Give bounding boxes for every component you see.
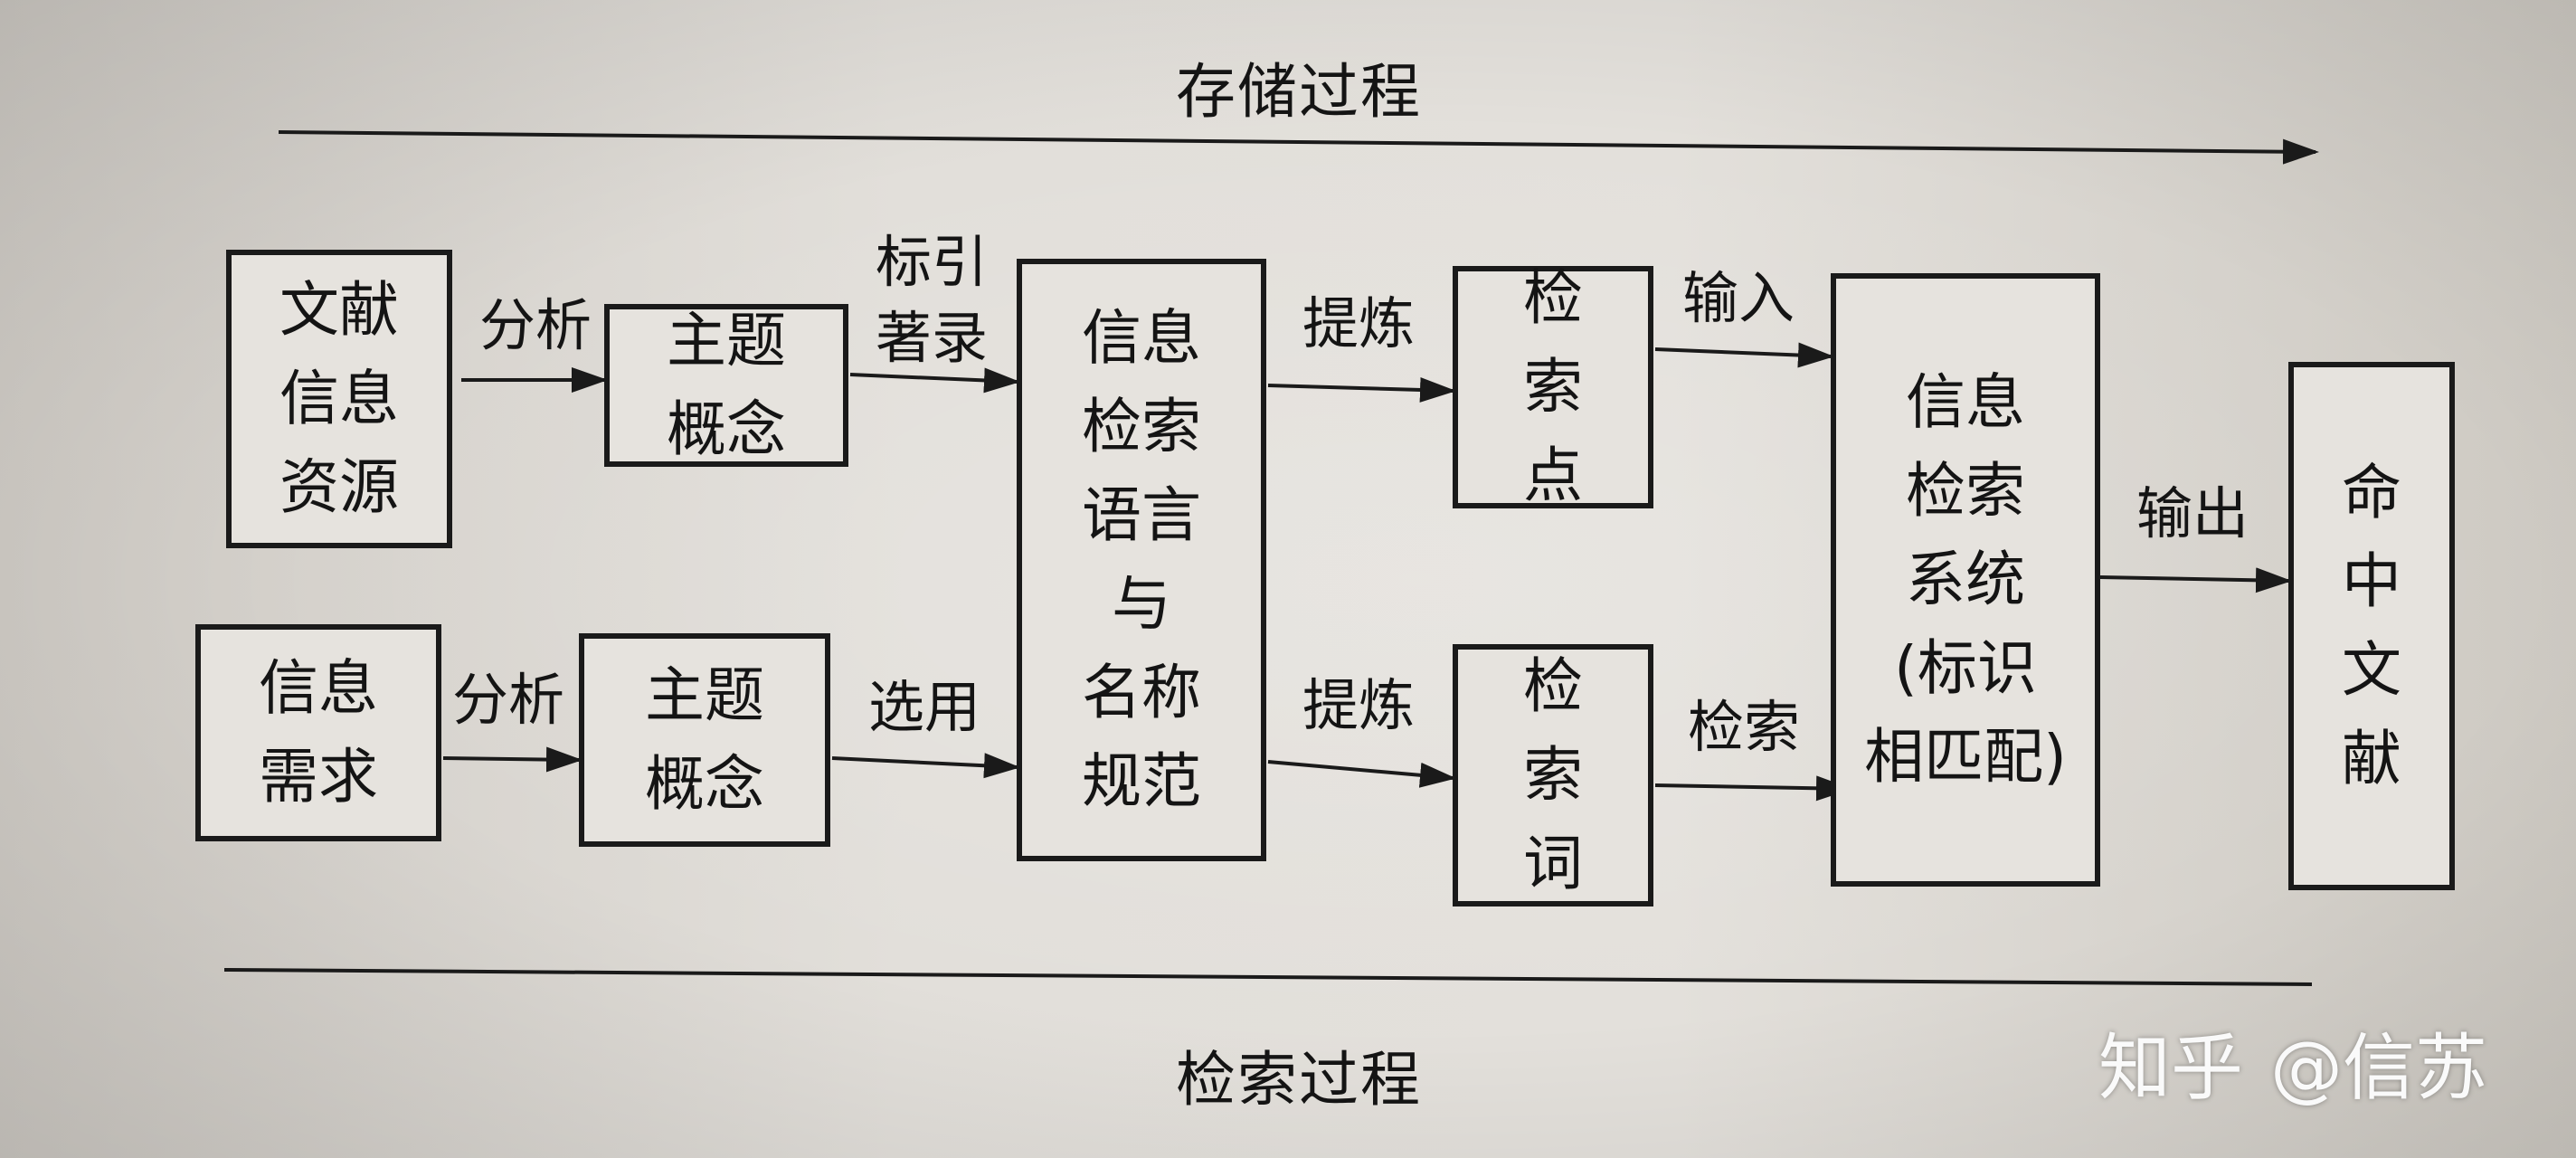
watermark-platform: 知乎: [2098, 1026, 2243, 1110]
node-hit-documents-label: 命 中 文 献: [2342, 458, 2401, 793]
arrow-topic-to-language: [849, 367, 1020, 394]
node-retrieval-word: 检 索 词: [1453, 644, 1653, 906]
edge-label-input: 输入: [1682, 265, 1795, 331]
node-topic-concept-top: 主题 概念: [604, 304, 848, 467]
watermark-author: @信苏: [2270, 1026, 2487, 1110]
storage-process-title: 存储过程: [1176, 57, 1422, 127]
node-retrieval-point-label: 检 索 点: [1523, 263, 1583, 510]
node-retrieval-language: 信息 检索 语言 与 名称 规范: [1017, 259, 1266, 861]
arrow-topic-to-language-bottom: [831, 753, 1020, 779]
zhihu-watermark: 知乎 @信苏: [2098, 1010, 2487, 1115]
storage-process-arrow: [278, 130, 2319, 165]
edge-label-retrieve: 检索: [1688, 694, 1801, 760]
edge-label-refine-bottom: 提炼: [1302, 672, 1416, 738]
retrieval-process-line: [223, 968, 2313, 986]
arrow-point-to-system: [1654, 342, 1834, 368]
arrow-system-to-result: [2099, 567, 2292, 593]
edge-label-select: 选用: [868, 674, 981, 740]
node-information-need-label: 信息 需求: [259, 653, 378, 812]
node-topic-concept-bottom: 主题 概念: [579, 633, 830, 847]
arrow-need-to-topic: [442, 746, 582, 773]
node-information-need: 信息 需求: [195, 624, 441, 841]
node-topic-concept-top-label: 主题 概念: [667, 306, 786, 464]
node-retrieval-word-label: 检 索 词: [1523, 651, 1583, 898]
node-hit-documents: 命 中 文 献: [2288, 362, 2455, 890]
arrow-language-to-point: [1267, 376, 1456, 403]
edge-label-refine-top: 提炼: [1302, 290, 1416, 356]
edge-label-analyze-top: 分析: [479, 292, 592, 358]
node-document-source-label: 文献 信息 资源: [279, 275, 399, 522]
node-retrieval-system-label: 信息 检索 系统 (标识 相匹配): [1864, 367, 2067, 792]
arrow-word-to-system: [1654, 775, 1852, 802]
retrieval-process-title: 检索过程: [1176, 1045, 1422, 1115]
node-document-source: 文献 信息 资源: [226, 250, 452, 548]
edge-label-output: 输出: [2136, 480, 2249, 546]
node-retrieval-system: 信息 检索 系统 (标识 相匹配): [1831, 273, 2100, 887]
node-retrieval-point: 检 索 点: [1453, 263, 1653, 510]
edge-label-index-record: 标引 著录: [876, 229, 989, 371]
node-topic-concept-bottom-label: 主题 概念: [645, 660, 764, 819]
arrow-language-to-word: [1267, 760, 1456, 788]
node-retrieval-language-label: 信息 检索 语言 与 名称 规范: [1082, 303, 1201, 816]
edge-label-analyze-bottom: 分析: [452, 667, 565, 733]
